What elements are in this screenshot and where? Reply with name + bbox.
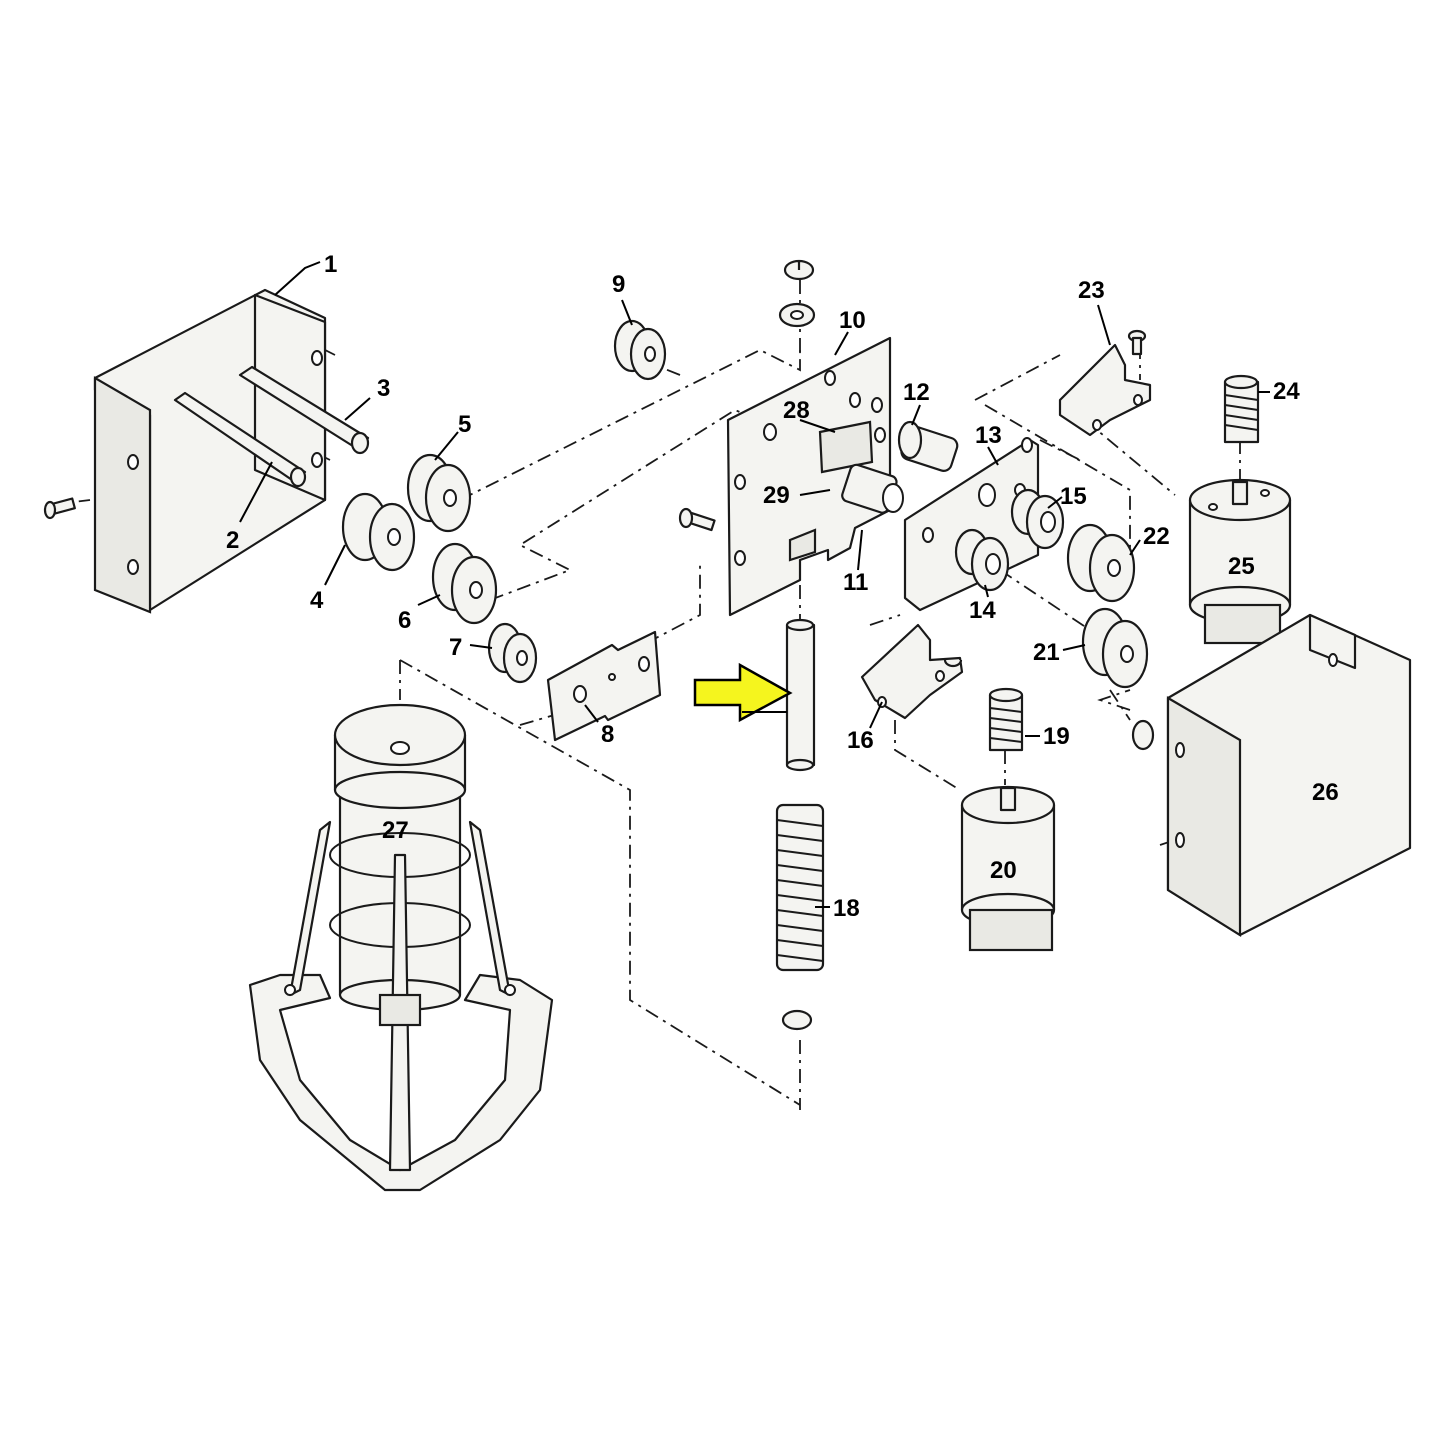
- part-4-pulley: [341, 492, 416, 572]
- leader-lines: [239, 261, 1270, 908]
- label-16: 16: [847, 727, 874, 754]
- part-20-motor: [960, 785, 1056, 952]
- part-1-housing-bracket: [93, 288, 327, 614]
- label-5: 5: [458, 411, 471, 438]
- label-9: 9: [612, 271, 625, 298]
- part-18-spring: [775, 803, 825, 972]
- e-clips: [778, 259, 1155, 1031]
- part-11-bushing: [841, 463, 904, 514]
- label-4: 4: [310, 587, 324, 614]
- part-21-pulley: [1081, 607, 1149, 689]
- part-22-pulley: [1066, 523, 1136, 603]
- part-5-pulley: [406, 453, 472, 533]
- label-21: 21: [1033, 639, 1060, 666]
- label-6: 6: [398, 607, 411, 634]
- part-7-pulley: [487, 622, 538, 684]
- label-11: 11: [843, 569, 868, 596]
- part-24-spring: [1223, 374, 1260, 444]
- part-labels: 1 2 3 4 5 6 7 8 9 10 11 12 13 14 15 16 1…: [226, 251, 1339, 922]
- part-8-plate: [546, 630, 662, 742]
- screw-29: [678, 507, 716, 532]
- label-28: 28: [783, 397, 810, 424]
- small-screw-23: [1127, 329, 1147, 356]
- label-20: 20: [990, 857, 1017, 884]
- label-13: 13: [975, 422, 1002, 449]
- part-10-main-plate: [726, 336, 892, 617]
- label-15: 15: [1060, 483, 1087, 510]
- label-29: 29: [763, 482, 790, 509]
- part-27-claw-assembly: [248, 703, 554, 1192]
- label-24: 24: [1273, 378, 1300, 405]
- part-26-cover: [1166, 613, 1412, 937]
- part-15-gear: [1010, 488, 1065, 550]
- label-25: 25: [1228, 553, 1255, 580]
- part-19-spring: [988, 687, 1024, 752]
- label-2: 2: [226, 527, 239, 554]
- label-10: 10: [839, 307, 866, 334]
- label-14: 14: [969, 597, 996, 624]
- label-12: 12: [903, 379, 930, 406]
- label-27: 27: [382, 817, 409, 844]
- part-25-motor: [1188, 478, 1292, 645]
- label-22: 22: [1143, 523, 1170, 550]
- part-14-gear: [954, 528, 1010, 592]
- screw-left: [43, 497, 76, 520]
- part-23-bracket: [1058, 343, 1152, 437]
- part-9-pulley: [613, 319, 667, 381]
- label-26: 26: [1312, 779, 1339, 806]
- part-6-pulley: [431, 542, 498, 625]
- label-19: 19: [1043, 723, 1070, 750]
- label-8: 8: [601, 721, 614, 748]
- part-12-hub: [897, 420, 959, 472]
- label-18: 18: [833, 895, 860, 922]
- label-7: 7: [449, 634, 462, 661]
- right-arrow-icon: [693, 662, 793, 723]
- part-2-rod: [173, 391, 307, 488]
- part-16-bracket: [860, 623, 964, 720]
- label-1: 1: [324, 251, 337, 278]
- label-23: 23: [1078, 277, 1105, 304]
- label-3: 3: [377, 375, 390, 402]
- part-3-rod: [238, 365, 370, 455]
- part-17-shaft: [785, 618, 816, 772]
